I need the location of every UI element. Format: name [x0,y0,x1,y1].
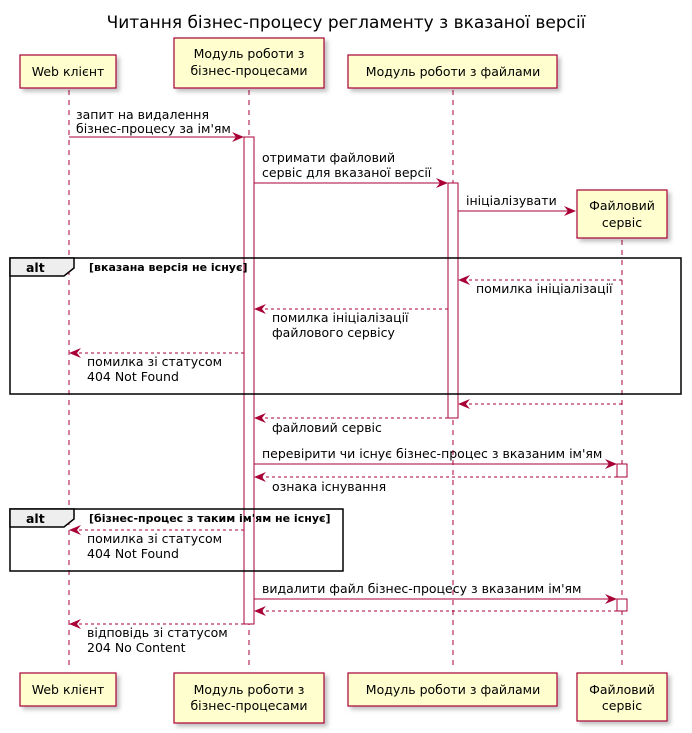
participant-web-label: Web клієнт [32,64,105,79]
participant-fs-label-line1: Файловий [589,198,655,213]
message-4-line1: помилка ініціалізації [476,281,613,296]
alt-fragment-1: alt [вказана версія не існує] [9,257,682,395]
participant-files-bottom: Модуль роботи з файлами [347,672,558,707]
message-10-line1: ознака існування [272,479,386,494]
participant-bp-label-line2-bottom: бізнес-процесами [190,698,307,713]
alt2-condition: [бізнес-процес з таким ім'ям не існує] [89,512,331,525]
message-14-line2: 204 No Content [87,640,186,655]
diagram-title: Читання бізнес-процесу регламенту з вказ… [107,13,586,33]
messages [69,132,622,629]
message-1-line2: бізнес-процесу за ім'ям [76,121,231,136]
participant-bp-label-line1-bottom: Модуль роботи з [194,682,305,697]
participant-bp-label-line2: бізнес-процесами [190,63,307,78]
participant-web-label-bottom: Web клієнт [32,682,105,697]
activation-fs-2 [616,598,628,612]
message-6-line1: помилка зі статусом [87,354,222,369]
message-1-line1: запит на видалення [76,107,209,122]
message-3-line1: ініціалізувати [466,193,557,208]
activation-bp [243,136,255,625]
activation-files [447,182,459,419]
message-2-line1: отримати файловий [262,150,395,165]
activation-fs-1 [616,463,628,478]
participant-web-bottom: Web клієнт [19,672,117,707]
participant-bp-bottom: Модуль роботи з бізнес-процесами [173,672,325,724]
message-5-line2: файлового сервісу [272,325,396,340]
participant-files-top: Модуль роботи з файлами [347,54,558,89]
message-5-line1: помилка ініціалізації [272,310,409,325]
participant-fs-label-line2-bottom: сервіс [602,698,642,713]
message-11-line1: помилка зі статусом [87,531,222,546]
participant-bp-label-line1: Модуль роботи з [194,46,305,61]
activations [243,136,628,625]
message-12-line1: видалити файл бізнес-процесу з вказаним … [262,581,581,596]
alt2-keyword: alt [26,511,45,526]
participant-fs-top: Файловий сервіс [576,189,668,239]
alt-fragment-2: alt [бізнес-процес з таким ім'ям не існу… [9,508,344,572]
participant-fs-label-line1-bottom: Файловий [589,682,655,697]
message-2-line2: сервіс для вказаної версії [262,165,432,180]
participant-fs-label-line2: сервіс [602,215,642,230]
alt1-keyword: alt [26,260,45,275]
alt1-condition: [вказана версія не існує] [89,261,248,274]
participant-web-top: Web клієнт [19,54,117,89]
participant-files-label: Модуль роботи з файлами [366,64,540,79]
message-11-line2: 404 Not Found [87,546,179,561]
message-labels: запит на видалення бізнес-процесу за ім'… [76,107,613,655]
participant-files-label-bottom: Модуль роботи з файлами [366,682,540,697]
message-6-line2: 404 Not Found [87,369,179,384]
message-14-line1: відповідь зі статусом [87,625,228,640]
message-9-line1: перевірити чи існує бізнес-процес з вказ… [262,446,602,461]
message-8-line1: файловий сервіс [272,420,382,435]
participant-fs-bottom: Файловий сервіс [576,672,668,722]
participant-bp-top: Модуль роботи з бізнес-процесами [173,37,325,89]
